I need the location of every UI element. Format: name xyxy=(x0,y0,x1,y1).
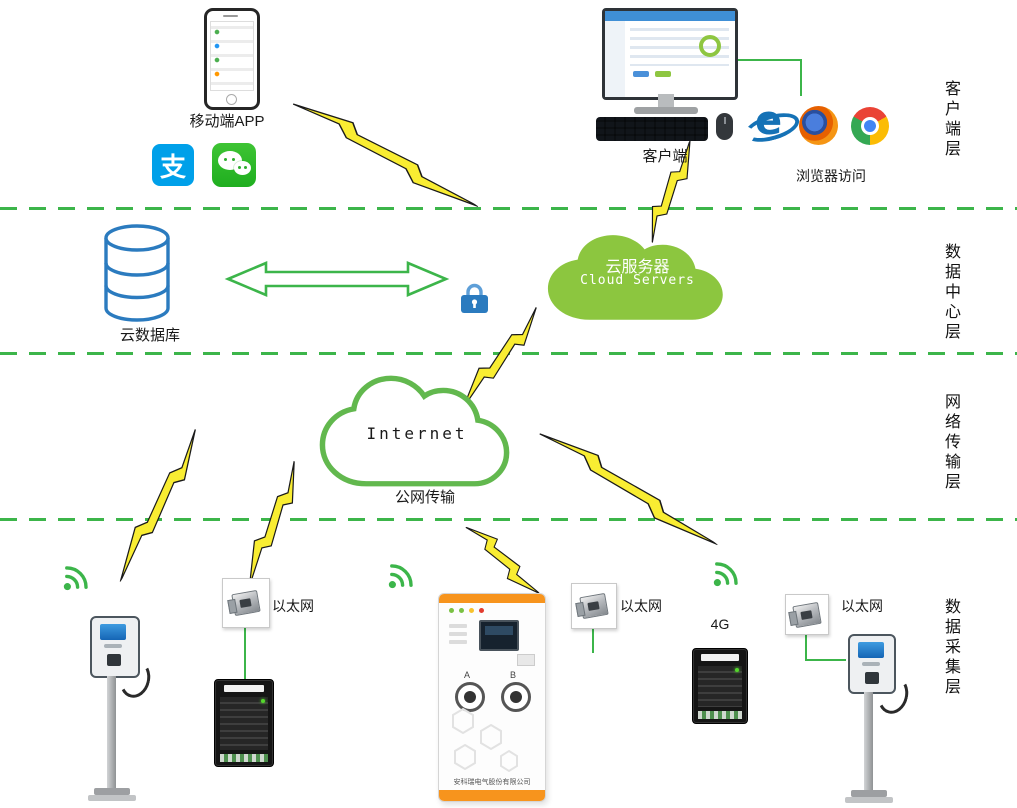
layer-label-client: 客户端层 xyxy=(942,80,959,160)
internet-label: Internet xyxy=(366,424,468,443)
ie-icon: e xyxy=(741,98,803,148)
pile-base-plate xyxy=(845,797,893,803)
chrome-icon xyxy=(851,107,889,145)
monitor-screen-chip xyxy=(633,71,649,77)
pile-pole xyxy=(864,692,873,792)
pile-base xyxy=(94,788,130,795)
device-terminal-rows xyxy=(698,666,742,707)
monitor-screen-sidebar xyxy=(605,21,625,97)
ethernet-connector-icon-1 xyxy=(222,578,270,628)
pile-socket xyxy=(865,672,879,684)
wechat-bubble-small xyxy=(234,161,251,175)
ethernet-label-1: 以太网 xyxy=(272,598,314,614)
wechat-icon xyxy=(212,143,256,187)
charging-station-icon: A B 安科瑞电气股份有限公司 xyxy=(438,593,546,802)
pile-screen xyxy=(858,642,884,658)
charging-pile-right xyxy=(842,630,922,805)
cloud-server-en-label: Cloud Servers xyxy=(580,273,695,288)
phone-home-button xyxy=(226,94,237,105)
alipay-icon: 支 xyxy=(152,144,194,186)
device-nameplate xyxy=(701,654,739,661)
device-terminal-rows xyxy=(220,697,268,750)
phone-screen xyxy=(210,21,254,91)
station-bottom-band xyxy=(439,790,545,801)
ethernet-label-2: 以太网 xyxy=(620,598,662,614)
smartphone-icon xyxy=(204,8,260,110)
lightning-icon-internet-to-controller xyxy=(226,460,317,586)
station-screen xyxy=(479,620,519,651)
pile-socket xyxy=(107,654,121,666)
station-vent xyxy=(449,632,467,636)
layer-divider-2 xyxy=(0,352,1017,355)
cloud-db-label: 云数据库 xyxy=(119,327,180,344)
database-icon xyxy=(104,224,170,322)
socket-a-label: A xyxy=(463,670,470,680)
client-pc-label: 客户端 xyxy=(642,148,688,165)
browser-access-label: 浏览器访问 xyxy=(796,168,866,184)
wifi-icon-4g xyxy=(703,558,742,597)
firefox-icon xyxy=(799,106,838,145)
monitor-base xyxy=(634,107,698,114)
layer-label-collection: 数据采集层 xyxy=(942,598,959,698)
device-terminal-strip xyxy=(220,754,268,762)
ethernet-connector-icon-3 xyxy=(785,594,829,635)
station-indicator-lights xyxy=(449,608,484,613)
layer-label-network: 网络传输层 xyxy=(942,393,959,493)
pile-screen xyxy=(100,624,126,640)
socket-b-label: B xyxy=(509,670,516,680)
4g-device-icon xyxy=(692,648,748,724)
monitor-icon xyxy=(602,8,738,100)
station-company-label: 安科瑞电气股份有限公司 xyxy=(453,779,531,786)
rj45-plug xyxy=(792,601,822,628)
layer-divider-3 xyxy=(0,518,1017,521)
pile-buttons xyxy=(104,644,122,648)
monitor-screen-chart xyxy=(699,35,721,57)
station-vent xyxy=(449,624,467,628)
wifi-icon-left xyxy=(53,562,92,601)
lightning-icon-internet-to-pile-left xyxy=(98,428,217,582)
rj45-plug xyxy=(579,592,609,620)
lightning-icon-app-to-cloud xyxy=(291,82,479,229)
station-vent xyxy=(449,640,467,644)
lightning-icon-cloud-to-internet xyxy=(445,306,554,409)
phone-speaker xyxy=(223,15,238,17)
pile-pole xyxy=(107,676,116,788)
public-net-label: 公网传输 xyxy=(394,489,455,506)
pile-base-plate xyxy=(88,795,136,801)
controller-device-icon xyxy=(214,679,274,767)
ethernet-label-3: 以太网 xyxy=(841,598,883,614)
device-led xyxy=(261,699,265,703)
4g-label: 4G xyxy=(710,616,730,632)
lightning-icon-internet-to-4g xyxy=(538,413,718,566)
charging-pile-left xyxy=(80,610,160,805)
monitor-stand xyxy=(658,94,674,108)
pile-buttons xyxy=(862,662,880,666)
lock-icon xyxy=(461,283,488,313)
wifi-icon-center xyxy=(378,560,417,599)
keyboard-icon xyxy=(596,117,708,141)
station-top-band xyxy=(439,594,545,603)
pile-base xyxy=(851,790,887,797)
sync-arrow-icon xyxy=(224,261,450,297)
ethernet-connector-icon-2 xyxy=(571,583,617,629)
device-nameplate xyxy=(223,685,265,692)
station-tag xyxy=(517,654,535,666)
rj45-plug xyxy=(231,589,261,617)
station-hexagon-decor xyxy=(452,707,518,773)
station-socket-a xyxy=(455,682,485,712)
monitor-screen-chip xyxy=(655,71,671,77)
device-terminal-strip xyxy=(698,711,742,719)
wire-monitor-to-browsers xyxy=(735,59,802,96)
layer-label-datacenter: 数据中心层 xyxy=(942,243,959,343)
mouse-icon xyxy=(716,113,733,140)
wire-eth3-to-pile xyxy=(805,633,846,661)
device-led xyxy=(735,668,739,672)
station-socket-b xyxy=(501,682,531,712)
mobile-app-label: 移动端APP xyxy=(189,113,265,130)
monitor-screen-header xyxy=(605,11,735,21)
pile-head xyxy=(848,634,896,694)
layer-divider-1 xyxy=(0,207,1017,210)
